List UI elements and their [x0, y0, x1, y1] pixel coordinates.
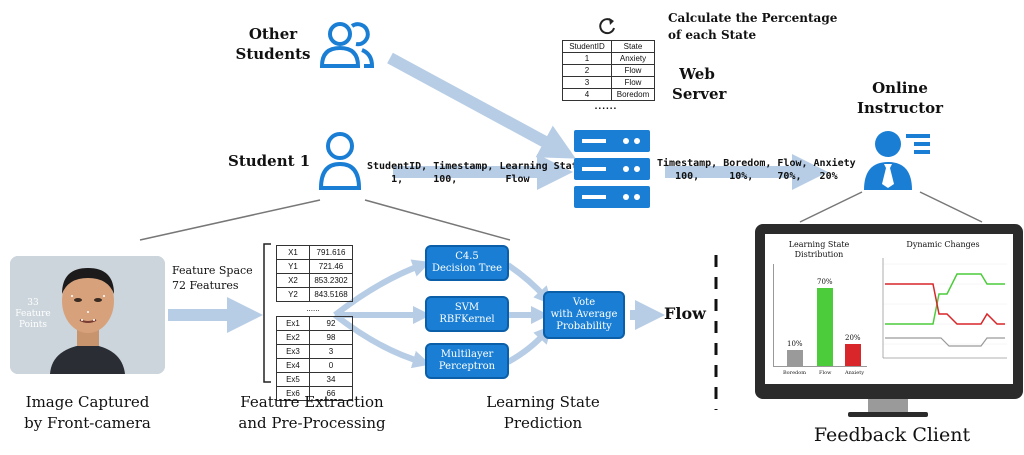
table-ellipsis: ......	[594, 101, 618, 112]
series-anxiety-line	[885, 283, 1005, 325]
flow-output-label: Flow	[664, 304, 706, 323]
series-flow-line	[885, 273, 1005, 325]
bar-value-anxiety: 20%	[845, 334, 861, 342]
feedback-client-caption: Feedback Client	[813, 424, 971, 446]
bar-label-anxiety: Anxiety	[845, 370, 865, 376]
arrow-other-students	[387, 52, 576, 159]
changes-title: Dynamic Changes	[906, 240, 980, 249]
refresh-icon	[599, 18, 615, 35]
student-1-label: Student 1	[228, 152, 311, 170]
changes-panel: Dynamic Changes	[877, 240, 1009, 380]
users-group-icon	[319, 22, 375, 68]
feature-table-dots: ......	[306, 304, 320, 313]
monitor-stand	[868, 399, 908, 413]
bar-flow	[817, 288, 833, 366]
instructor-icon	[864, 131, 930, 190]
bar-boredom	[787, 350, 803, 366]
bar-label-boredom: Boredom	[783, 370, 806, 376]
bar-chart-axis	[773, 264, 774, 366]
user-icon	[318, 132, 362, 190]
bar-anxiety	[845, 344, 861, 366]
bar-label-flow: Flow	[819, 370, 832, 376]
monitor-base	[848, 412, 928, 417]
feature-bracket	[263, 243, 271, 383]
upload-data-text: StudentID, Timestamp, Learning State 1, …	[367, 161, 584, 185]
face-drawing	[10, 256, 165, 374]
bar-value-boredom: 10%	[787, 340, 803, 348]
series-boredom-line	[885, 337, 1005, 347]
changes-line-chart	[882, 258, 1007, 359]
bar-value-flow: 70%	[817, 278, 833, 286]
bar-chart-baseline	[773, 366, 867, 367]
download-data-text: Timestamp, Boredom, Flow, Anxiety 100, 1…	[657, 158, 856, 182]
server-icon	[574, 130, 650, 208]
